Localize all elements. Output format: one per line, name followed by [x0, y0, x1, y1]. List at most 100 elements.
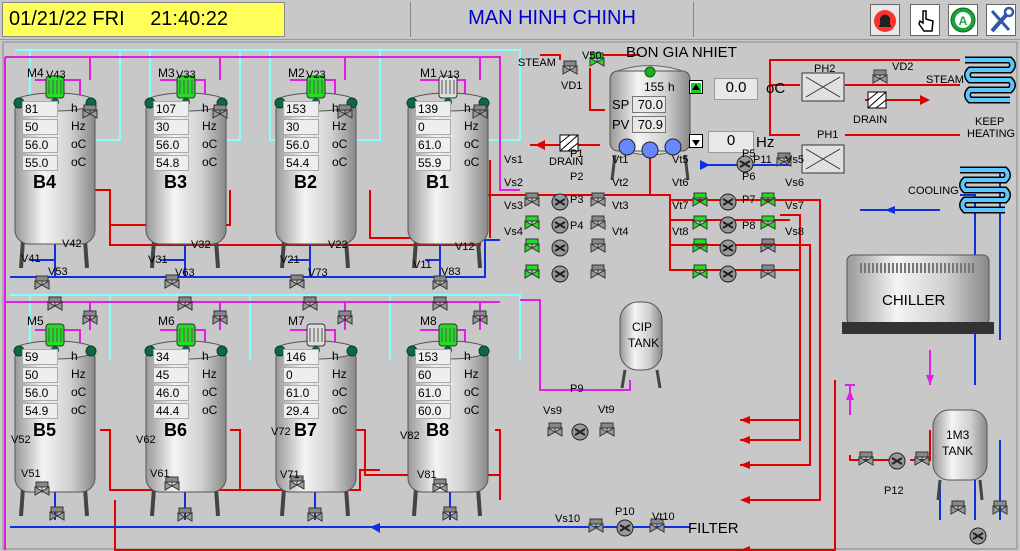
- valve-actuator: [290, 274, 304, 281]
- motor-m3-icon[interactable]: [176, 75, 196, 99]
- valve-vt5-icon[interactable]: [692, 192, 708, 207]
- valve-vt8-icon[interactable]: [692, 264, 708, 279]
- motor-m8-icon[interactable]: [438, 323, 458, 347]
- heater-temp-value: 0.0: [714, 78, 758, 100]
- valve-vt10-icon[interactable]: [649, 518, 665, 533]
- valve-v53-icon[interactable]: [82, 310, 98, 325]
- valve-vd1-icon[interactable]: [562, 60, 578, 75]
- settings-button[interactable]: [986, 4, 1016, 36]
- valve-vt2-icon[interactable]: [590, 215, 606, 230]
- valve-vs1-icon[interactable]: [524, 192, 540, 207]
- valve-v33-icon[interactable]: [212, 104, 228, 119]
- valve-v61-icon[interactable]: [177, 507, 193, 522]
- valve-v22-icon[interactable]: [289, 274, 305, 289]
- valve-vs5-icon[interactable]: [760, 192, 776, 207]
- cip-tank[interactable]: [619, 301, 663, 389]
- manual-button[interactable]: [910, 4, 940, 36]
- valve-vs9-icon[interactable]: [547, 422, 563, 437]
- label-v12: V12: [455, 241, 475, 253]
- valve-v32-icon[interactable]: [164, 274, 180, 289]
- valve-vs3-icon[interactable]: [524, 238, 540, 253]
- valve-v52-icon[interactable]: [34, 481, 50, 496]
- valve-v51-icon[interactable]: [49, 506, 65, 521]
- pump-p6-icon[interactable]: [719, 216, 737, 234]
- valve-p12-valve-out-icon[interactable]: [914, 451, 930, 466]
- valve-vt1-icon[interactable]: [590, 192, 606, 207]
- chiller-unit[interactable]: [842, 254, 994, 334]
- valve-vs10-icon[interactable]: [588, 518, 604, 533]
- heater-up-button[interactable]: [689, 80, 703, 94]
- valve-v42-icon[interactable]: [34, 275, 50, 290]
- valve-v81-icon[interactable]: [442, 506, 458, 521]
- pump-p11-icon[interactable]: [736, 155, 754, 173]
- valve-v31-icon[interactable]: [177, 296, 193, 311]
- auto-button[interactable]: A: [948, 4, 978, 36]
- valve-vs8-icon[interactable]: [760, 264, 776, 279]
- motor-m7-icon[interactable]: [306, 323, 326, 347]
- tank-b7-unit-1: Hz: [332, 367, 347, 381]
- valve-p11-valve-icon[interactable]: [776, 152, 792, 167]
- valve-v73-icon[interactable]: [337, 310, 353, 325]
- pump-p1-icon[interactable]: [551, 193, 569, 211]
- valve-v83-icon[interactable]: [472, 310, 488, 325]
- valve-vt9-icon[interactable]: [599, 422, 615, 437]
- heat-exchanger-ph1[interactable]: [801, 144, 845, 174]
- valve-vs2-icon[interactable]: [524, 215, 540, 230]
- tank-b8-unit-0: h: [464, 349, 471, 363]
- valve-p12-valve-in-icon[interactable]: [858, 451, 874, 466]
- valve-v13-icon[interactable]: [472, 104, 488, 119]
- valve-v21-icon[interactable]: [302, 296, 318, 311]
- pump-tank1m3-pump-icon[interactable]: [969, 527, 987, 545]
- tank-1m3[interactable]: [932, 409, 988, 501]
- valve-vs7-icon[interactable]: [760, 238, 776, 253]
- valve-vt4-icon[interactable]: [590, 264, 606, 279]
- valve-vs6-icon[interactable]: [760, 215, 776, 230]
- motor-m5-icon[interactable]: [45, 323, 65, 347]
- valve-vt3-icon[interactable]: [590, 238, 606, 253]
- ph1-label: PH1: [817, 129, 839, 141]
- valve-tank1m3-valve-2-icon[interactable]: [992, 500, 1008, 515]
- valve-v71-icon[interactable]: [307, 507, 323, 522]
- valve-v63-icon[interactable]: [212, 310, 228, 325]
- motor-m2-icon[interactable]: [306, 75, 326, 99]
- pump-p10-icon[interactable]: [616, 519, 634, 537]
- pump-p12-icon[interactable]: [888, 452, 906, 470]
- valve-v12-icon[interactable]: [432, 275, 448, 290]
- motor-m4-icon[interactable]: [45, 75, 65, 99]
- valve-actuator: [915, 451, 929, 458]
- heat-exchanger-ph2[interactable]: [801, 72, 845, 102]
- valve-v43-icon[interactable]: [82, 104, 98, 119]
- pump-p8-icon[interactable]: [719, 265, 737, 283]
- label-v43: V43: [46, 69, 66, 81]
- pump-p2-icon[interactable]: [551, 216, 569, 234]
- valve-v50-icon[interactable]: [589, 52, 605, 67]
- motor-m1-icon[interactable]: [438, 75, 458, 99]
- valve-v23-icon[interactable]: [337, 104, 353, 119]
- valve-body: [164, 279, 180, 289]
- heater-sp-input[interactable]: 70.0: [632, 96, 666, 113]
- p11-label: P11: [753, 154, 772, 166]
- pump-impeller: [554, 244, 566, 252]
- pump-p7-icon[interactable]: [719, 239, 737, 257]
- valve-vt6-icon[interactable]: [692, 215, 708, 230]
- label-v73: V73: [308, 267, 328, 279]
- pump-p3-icon[interactable]: [551, 239, 569, 257]
- valve-vs4-icon[interactable]: [524, 264, 540, 279]
- pump-p9-icon[interactable]: [571, 423, 589, 441]
- valve-v11-icon[interactable]: [432, 296, 448, 311]
- valve-v62-icon[interactable]: [164, 476, 180, 491]
- pump-p5-icon[interactable]: [719, 193, 737, 211]
- valve-v72-icon[interactable]: [289, 475, 305, 490]
- valve-body: [212, 109, 228, 119]
- motor-m6-icon[interactable]: [176, 323, 196, 347]
- motor-fins: [48, 80, 62, 94]
- valve-v41-icon[interactable]: [47, 296, 63, 311]
- valve-tank1m3-valve-1-icon[interactable]: [950, 500, 966, 515]
- alarm-button[interactable]: [870, 4, 900, 36]
- valve-vt7-icon[interactable]: [692, 238, 708, 253]
- valve-v82-icon[interactable]: [432, 478, 448, 493]
- heater-down-button[interactable]: [689, 134, 703, 148]
- valve-vd2-icon[interactable]: [872, 69, 888, 84]
- pump-p4-icon[interactable]: [551, 265, 569, 283]
